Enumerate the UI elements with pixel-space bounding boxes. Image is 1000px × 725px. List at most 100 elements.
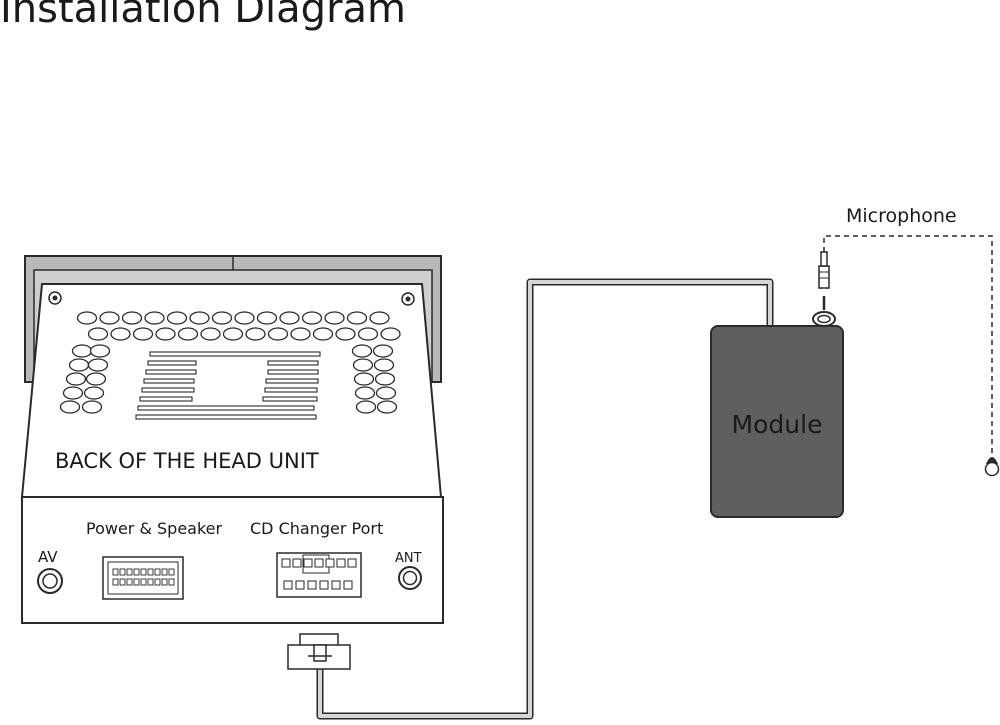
heatsink-slat bbox=[147, 360, 197, 366]
connector-pin bbox=[126, 568, 133, 576]
vent-hole bbox=[200, 327, 221, 341]
vent-hole bbox=[222, 327, 244, 341]
vent-hole bbox=[83, 386, 105, 400]
connector-pin bbox=[147, 568, 154, 576]
cd-changer-label: CD Changer Port bbox=[250, 519, 383, 538]
vent-hole bbox=[324, 311, 345, 325]
connector-pin bbox=[319, 580, 329, 590]
vent-hole bbox=[380, 327, 401, 341]
vent-hole bbox=[267, 327, 289, 341]
connector-pin bbox=[168, 568, 175, 576]
vent-hole bbox=[373, 358, 395, 372]
vent-hole bbox=[89, 344, 111, 358]
ant-jack bbox=[398, 566, 422, 590]
connector-pin bbox=[303, 558, 313, 568]
vent-hole bbox=[121, 311, 143, 325]
vent-hole bbox=[76, 311, 98, 325]
ant-label: ANT bbox=[395, 551, 422, 566]
connector-pin bbox=[325, 558, 335, 568]
vent-hole bbox=[301, 311, 323, 325]
vent-hole bbox=[290, 327, 311, 341]
connector-pin bbox=[343, 580, 353, 590]
vent-hole bbox=[335, 327, 356, 341]
heatsink-slats bbox=[135, 351, 321, 420]
connector-pin bbox=[168, 578, 175, 586]
connector-pin bbox=[307, 580, 317, 590]
vent-hole bbox=[211, 311, 233, 325]
av-jack bbox=[37, 568, 63, 594]
vent-hole bbox=[351, 344, 373, 358]
vent-hole bbox=[59, 400, 81, 414]
screw-left bbox=[48, 291, 62, 305]
vent-hole bbox=[355, 400, 377, 414]
connector-pin bbox=[119, 568, 126, 576]
connector-pin bbox=[147, 578, 154, 586]
vent-hole bbox=[245, 327, 266, 341]
heatsink-slat bbox=[141, 387, 195, 393]
vent-hole bbox=[375, 386, 397, 400]
av-label: AV bbox=[38, 548, 58, 566]
connector-pin bbox=[133, 568, 140, 576]
head-unit-panel: Power & Speaker CD Changer Port AV ANT bbox=[21, 496, 444, 624]
connector-pin bbox=[295, 580, 305, 590]
vent-hole bbox=[354, 386, 376, 400]
vent-hole bbox=[189, 311, 210, 325]
connector-pin bbox=[161, 578, 168, 586]
connector-pin bbox=[336, 558, 346, 568]
vent-hole bbox=[68, 358, 90, 372]
vent-hole bbox=[177, 327, 199, 341]
heatsink-slat bbox=[145, 369, 197, 375]
module-label: Module bbox=[732, 410, 823, 439]
connector-pin bbox=[347, 558, 357, 568]
connector-pin bbox=[140, 568, 147, 576]
connector-pin bbox=[119, 578, 126, 586]
connector-pin bbox=[283, 580, 293, 590]
vent-hole bbox=[87, 327, 109, 341]
connector-pin bbox=[292, 558, 302, 568]
connector-pin bbox=[140, 578, 147, 586]
vent-hole bbox=[110, 327, 131, 341]
cd-changer-plug bbox=[287, 633, 351, 670]
vent-hole bbox=[374, 372, 396, 386]
vent-hole bbox=[99, 311, 120, 325]
connector-pin bbox=[281, 558, 291, 568]
microphone-icon bbox=[984, 457, 1000, 477]
module: Module bbox=[710, 325, 844, 518]
vent-hole bbox=[87, 358, 109, 372]
head-unit-back-label: BACK OF THE HEAD UNIT bbox=[55, 449, 319, 473]
vent-hole bbox=[353, 372, 375, 386]
connector-pin bbox=[314, 558, 324, 568]
vent-hole bbox=[312, 327, 334, 341]
vent-hole bbox=[155, 327, 176, 341]
heatsink-slat bbox=[265, 378, 319, 384]
vent-hole bbox=[376, 400, 398, 414]
connector-pin bbox=[154, 568, 161, 576]
heatsink-slat bbox=[139, 396, 193, 402]
head-unit-top: BACK OF THE HEAD UNIT bbox=[20, 283, 443, 498]
heatsink-slat bbox=[267, 369, 319, 375]
power-speaker-connector bbox=[102, 556, 184, 600]
microphone-wire bbox=[823, 235, 993, 456]
vent-hole bbox=[372, 344, 394, 358]
microphone-jack bbox=[812, 251, 836, 327]
heatsink-slat bbox=[264, 387, 318, 393]
vent-hole bbox=[62, 386, 84, 400]
vent-hole bbox=[357, 327, 379, 341]
vent-hole bbox=[81, 400, 103, 414]
vent-hole bbox=[166, 311, 188, 325]
heatsink-slat bbox=[262, 396, 318, 402]
ventilation-holes bbox=[59, 311, 401, 414]
connector-pin bbox=[133, 578, 140, 586]
vent-hole bbox=[346, 311, 368, 325]
vent-hole bbox=[352, 358, 374, 372]
power-speaker-label: Power & Speaker bbox=[86, 519, 223, 538]
vent-hole bbox=[234, 311, 255, 325]
heatsink-slat bbox=[135, 414, 317, 420]
page-title: Installation Diagram bbox=[0, 0, 406, 32]
heatsink-slat bbox=[149, 351, 321, 357]
vent-hole bbox=[65, 372, 87, 386]
screw-right bbox=[401, 292, 415, 306]
connector-pin bbox=[126, 578, 133, 586]
connector-pin bbox=[112, 578, 119, 586]
